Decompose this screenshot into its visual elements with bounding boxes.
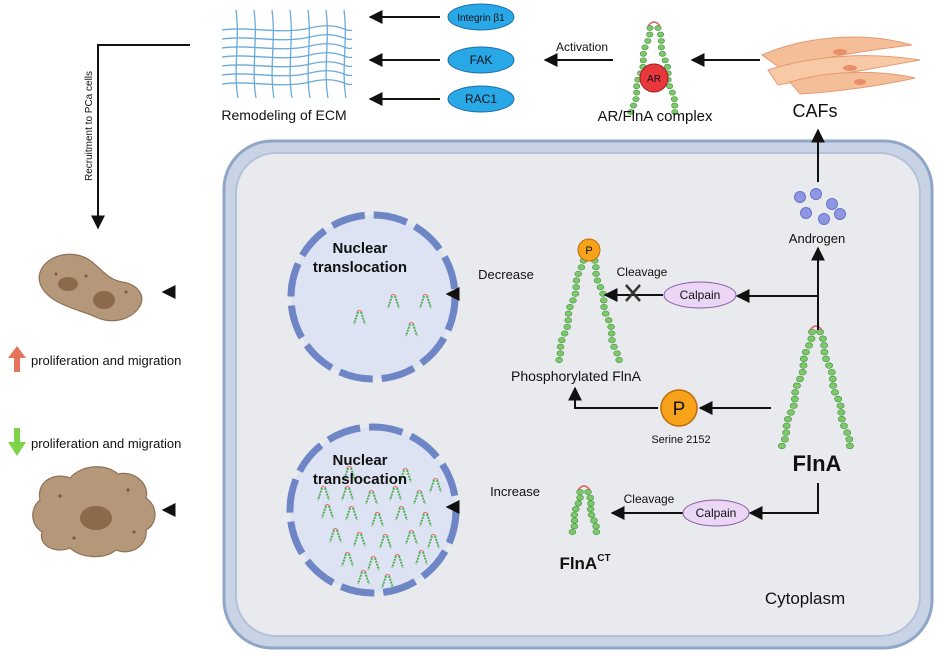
increase-label: Increase	[490, 484, 540, 499]
calpain-upper-label: Calpain	[680, 288, 721, 302]
cafs-label: CAFs	[793, 101, 838, 121]
down-arrow-icon	[8, 428, 26, 456]
upper-nucleus-label-line1: Nuclear	[332, 240, 387, 257]
protein-fak-label: FAK	[470, 53, 493, 67]
androgen-molecules-icon	[794, 188, 846, 225]
ar-flna-complex-icon	[627, 21, 679, 115]
down-effect-label: proliferation and migration	[31, 436, 181, 451]
phospho-label: Phosphorylated FlnA	[511, 368, 642, 384]
up-effect-label: proliferation and migration	[31, 353, 181, 368]
recruitment-label: Recruitment to PCa cells	[84, 71, 95, 181]
calpain-lower-oval	[682, 499, 750, 527]
cleavage-lower-label: Cleavage	[624, 492, 675, 506]
flna-ct-fragment-icon	[568, 485, 601, 536]
p-small-label: P	[585, 245, 592, 257]
arrow-recruitment	[91, 44, 190, 230]
protein-integrin-label: Integrin β1	[457, 13, 505, 24]
complex-label: AR/FlnA complex	[597, 108, 713, 125]
p-small-circle	[577, 238, 601, 262]
cleavage-upper-label: Cleavage	[617, 265, 668, 279]
phosphorylated-flna-icon	[555, 247, 623, 364]
p-large-circle	[660, 389, 698, 427]
arrow-flna-to-calpain-lower	[748, 483, 819, 520]
lower-nucleus-label-line2: translocation	[313, 471, 407, 488]
upper-nucleus-flna-fragments	[353, 294, 432, 337]
protein-fak-oval	[447, 46, 515, 74]
protein-rac1-label: RAC1	[465, 92, 497, 106]
tumor-large-icon	[32, 466, 156, 558]
flna-ct-superscript: CT	[597, 553, 610, 564]
calpain-upper-oval	[663, 281, 737, 309]
cytoplasm-label: Cytoplasm	[765, 589, 845, 608]
protein-rac1-oval	[447, 85, 515, 113]
flna-ct-label: FlnACT	[559, 553, 610, 573]
protein-integrin-oval	[447, 3, 515, 31]
cafs-cells-icon	[761, 36, 921, 95]
ar-badge-circle	[639, 63, 669, 93]
ecm-label: Remodeling of ECM	[221, 107, 346, 123]
flna-ct-main: FlnA	[559, 554, 597, 573]
androgen-label: Androgen	[789, 231, 845, 246]
tumor-small-icon	[38, 253, 143, 322]
lower-nucleus-label-line1: Nuclear	[332, 452, 387, 469]
ar-badge-label: AR	[647, 74, 661, 85]
serine-label: Serine 2152	[651, 434, 710, 446]
activation-label: Activation	[556, 40, 608, 54]
arrow-p-to-phospho	[568, 386, 658, 409]
cleavage-blocked-x-icon	[625, 284, 641, 302]
lower-nucleus-flna-fragments	[317, 466, 442, 589]
up-arrow-icon	[8, 346, 26, 372]
flna-filament-icon	[777, 325, 854, 450]
decrease-label: Decrease	[478, 267, 534, 282]
flna-label: FlnA	[793, 451, 842, 476]
ecm-mesh-icon	[221, 9, 353, 99]
p-large-label: P	[673, 399, 686, 420]
calpain-lower-label: Calpain	[696, 506, 737, 520]
upper-nucleus-label-line2: translocation	[313, 259, 407, 276]
